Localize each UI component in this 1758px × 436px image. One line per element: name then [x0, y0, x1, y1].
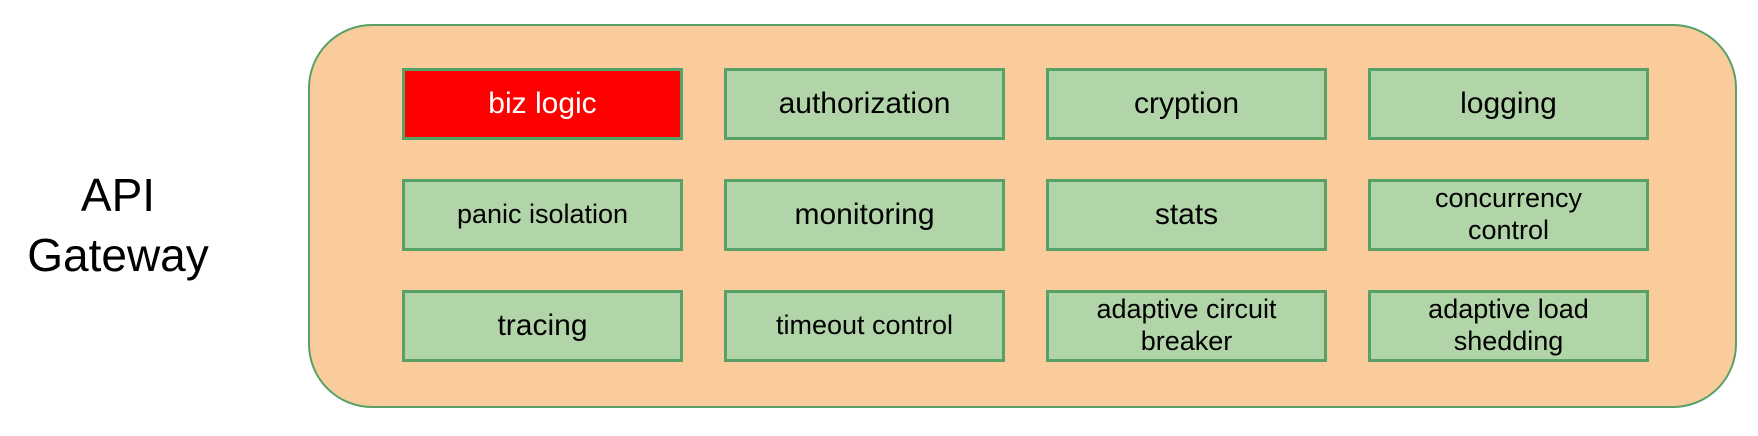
box-biz-logic: biz logic: [402, 68, 683, 140]
box-monitoring: monitoring: [724, 179, 1005, 251]
box-adaptive-circuit-breaker: adaptive circuit breaker: [1046, 290, 1327, 362]
box-logging: logging: [1368, 68, 1649, 140]
box-tracing: tracing: [402, 290, 683, 362]
box-timeout-control: timeout control: [724, 290, 1005, 362]
box-panic-isolation: panic isolation: [402, 179, 683, 251]
box-authorization: authorization: [724, 68, 1005, 140]
api-gateway-title: API Gateway: [27, 169, 209, 281]
api-gateway-panel: biz logic authorization cryption logging…: [308, 24, 1737, 408]
box-adaptive-load-shedding: adaptive load shedding: [1368, 290, 1649, 362]
box-cryption: cryption: [1046, 68, 1327, 140]
box-stats: stats: [1046, 179, 1327, 251]
gateway-feature-grid: biz logic authorization cryption logging…: [310, 26, 1735, 406]
box-concurrency-control: concurrency control: [1368, 179, 1649, 251]
